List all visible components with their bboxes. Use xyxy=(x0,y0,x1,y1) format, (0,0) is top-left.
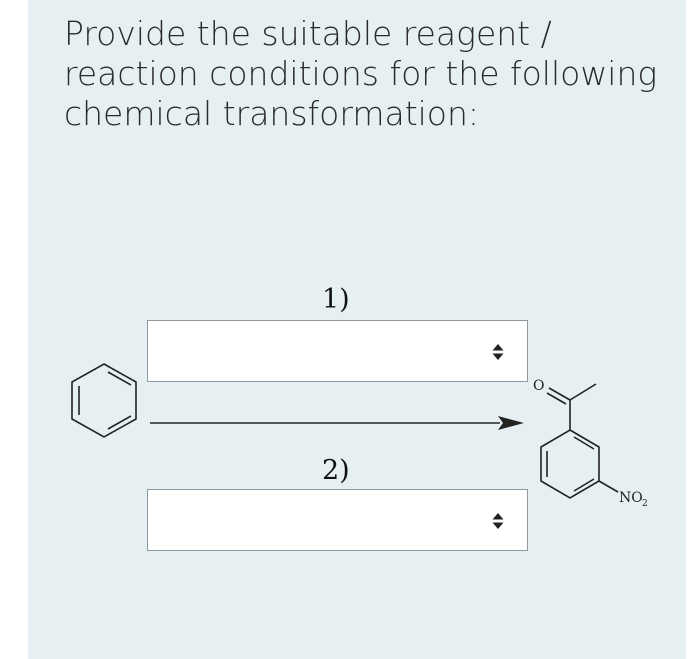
question-text: Provide the suitable reagent / reaction … xyxy=(64,14,658,133)
step-2-reagent-dropdown[interactable] xyxy=(147,489,528,551)
nitro-group-label: NO xyxy=(619,490,643,506)
step-2-label: 2) xyxy=(322,455,350,486)
step-1-label: 1) xyxy=(322,284,350,315)
step-1-reagent-dropdown[interactable] xyxy=(147,320,528,382)
up-down-chevron-icon xyxy=(492,344,504,360)
carbonyl-oxygen-label: O xyxy=(533,378,544,394)
reaction-arrow xyxy=(150,416,524,430)
nitroacetophenone-product xyxy=(540,383,619,499)
up-down-chevron-icon xyxy=(492,513,504,529)
benzene-reactant xyxy=(71,363,137,438)
nitro-subscript: 2 xyxy=(642,499,648,509)
